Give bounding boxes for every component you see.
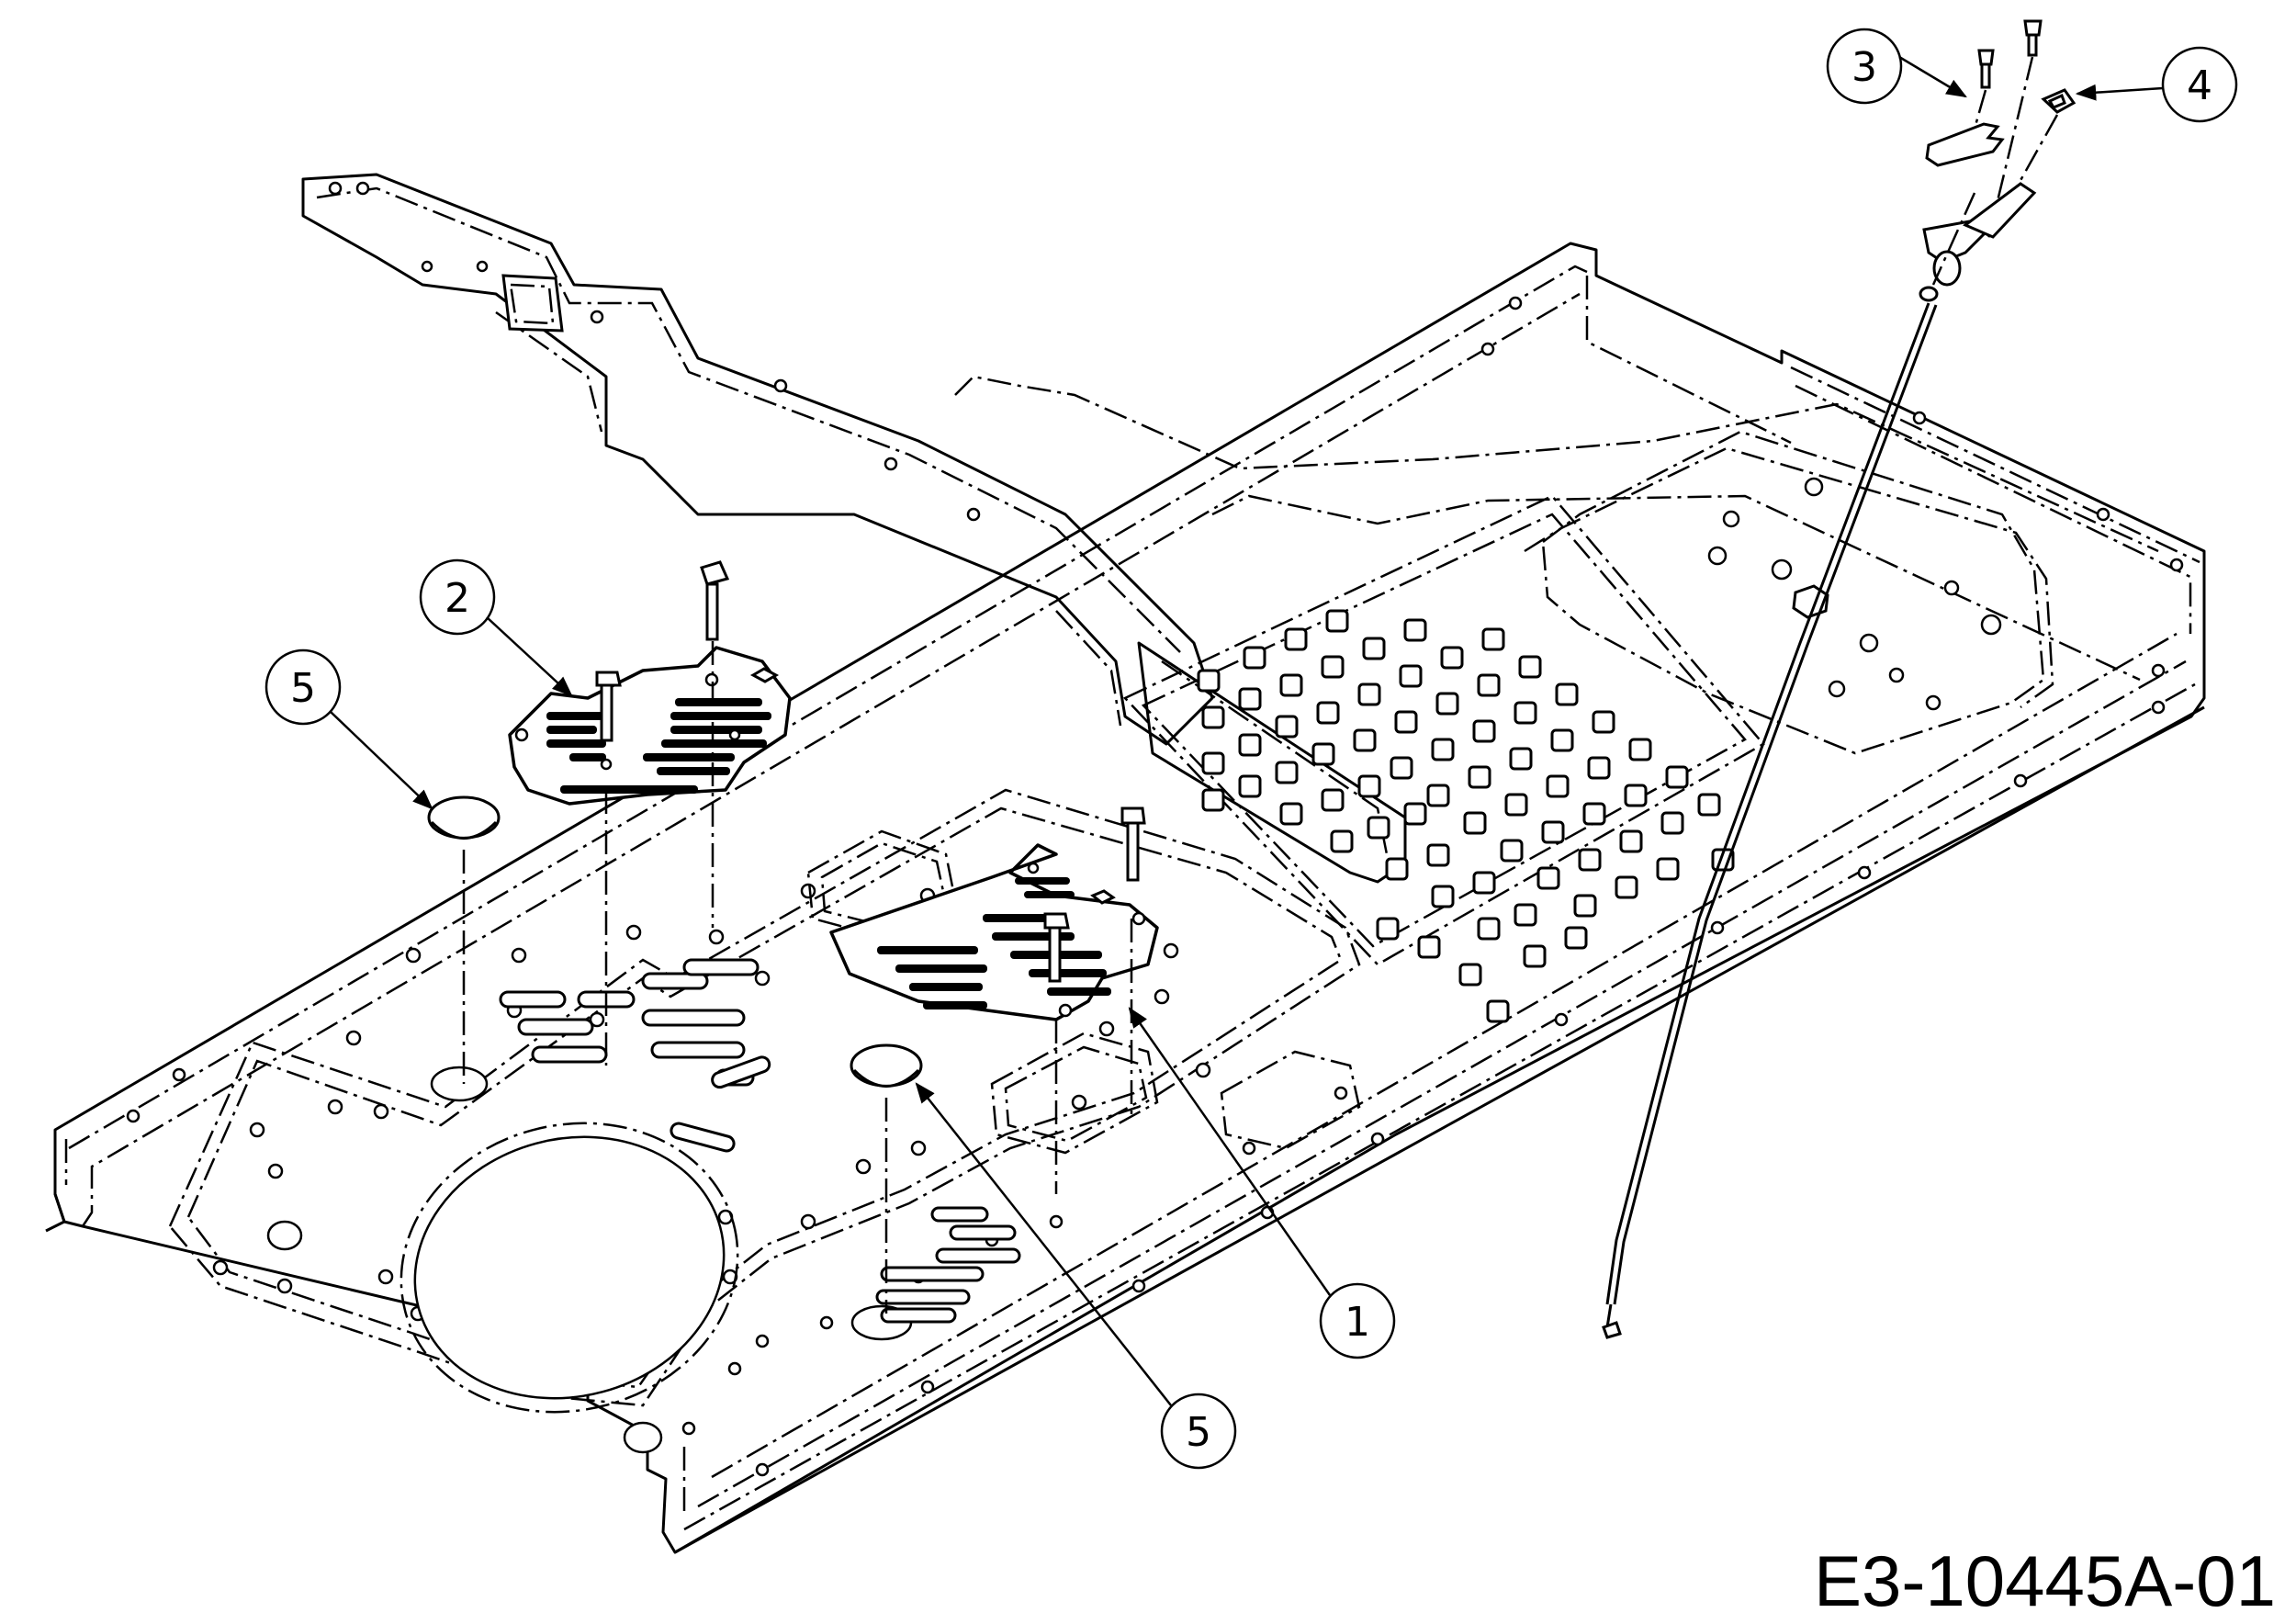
mount-bracket [1925,122,2005,167]
center-floor-plate [829,806,1159,1194]
callout-5-center-label: 5 [1186,1409,1211,1456]
left-floor-plate [508,560,792,1066]
callout-1-label: 1 [1345,1299,1370,1346]
callout-3-label: 3 [1851,44,1877,91]
diagram-code: E3-10445A-01 [1814,1540,2276,1621]
callout-1-circle [1319,1282,1396,1359]
callout-2-label: 2 [445,575,470,622]
callout-3-circle [1826,28,1903,105]
callout-5-left-label: 5 [290,665,316,712]
callout-4-label: 4 [2187,62,2212,109]
plug-left [427,795,501,1084]
throttle-cable [1605,302,1930,1305]
callout-5-center-circle [1160,1393,1237,1470]
throttle-assembly [1602,19,2077,1339]
callout-2-circle [419,558,496,636]
floor-slots [499,958,1021,1324]
callout-5-left-circle [264,648,342,726]
round-opening [413,1135,726,1400]
chassis-frame [45,173,2206,1554]
callout-4-circle [2161,46,2238,123]
callouts: 3 4 2 5 1 5 [264,28,2238,1470]
plug-center [850,1043,923,1314]
center-plate-bolt [1043,912,1070,930]
plate-bolt [595,671,622,687]
deck-perforations [1197,609,1735,1023]
